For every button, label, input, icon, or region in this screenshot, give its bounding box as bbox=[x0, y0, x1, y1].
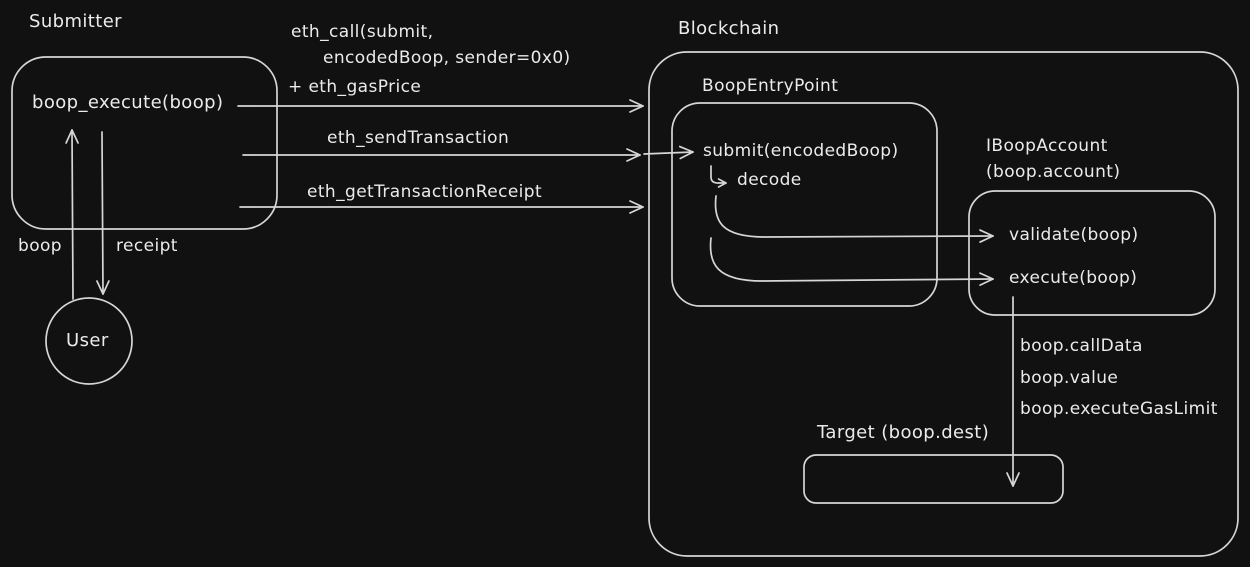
decode-step-label: decode bbox=[737, 170, 802, 190]
decode-to-validate-arrow bbox=[714, 195, 994, 243]
boop-edge-label: boop bbox=[18, 236, 62, 256]
iboop-account-title: IBoopAccount bbox=[986, 136, 1108, 156]
iboop-account-box bbox=[968, 190, 1216, 316]
execute-method-label: execute(boop) bbox=[1009, 268, 1138, 288]
eth-gas-price-label: + eth_gasPrice bbox=[288, 77, 422, 97]
submitter-box bbox=[11, 56, 278, 230]
boop-entry-point-title: BoopEntryPoint bbox=[702, 76, 839, 96]
receipt-edge-label: receipt bbox=[116, 236, 178, 256]
submitter-method-label: boop_execute(boop) bbox=[32, 92, 224, 113]
eth-call-label-line2: encodedBoop, sender=0x0) bbox=[323, 48, 571, 68]
submitter-title: Submitter bbox=[29, 11, 122, 32]
eth-call-label-line1: eth_call(submit, bbox=[291, 22, 434, 42]
blockchain-title: Blockchain bbox=[678, 18, 780, 39]
target-title: Target (boop.dest) bbox=[817, 422, 990, 443]
receipt-arrow bbox=[96, 131, 110, 295]
boop-arrow bbox=[65, 129, 79, 300]
boop-value-label: boop.value bbox=[1020, 368, 1119, 388]
eth-get-transaction-receipt-label: eth_getTransactionReceipt bbox=[307, 182, 543, 202]
blockchain-box bbox=[648, 51, 1239, 557]
submit-entry-arrow bbox=[643, 145, 694, 160]
target-box bbox=[803, 454, 1064, 504]
boop-calldata-label: boop.callData bbox=[1020, 336, 1143, 356]
boop-entry-point-box bbox=[671, 102, 938, 307]
decode-elbow-arrow bbox=[710, 165, 727, 188]
boop-execute-gas-limit-label: boop.executeGasLimit bbox=[1020, 399, 1218, 419]
user-circle bbox=[45, 297, 133, 385]
submit-method-label: submit(encodedBoop) bbox=[703, 141, 899, 161]
user-label: User bbox=[66, 330, 109, 351]
eth-send-transaction-label: eth_sendTransaction bbox=[327, 128, 510, 148]
decode-to-execute-arrow bbox=[709, 237, 994, 286]
iboop-account-subtitle: (boop.account) bbox=[986, 162, 1121, 182]
validate-method-label: validate(boop) bbox=[1009, 225, 1139, 245]
